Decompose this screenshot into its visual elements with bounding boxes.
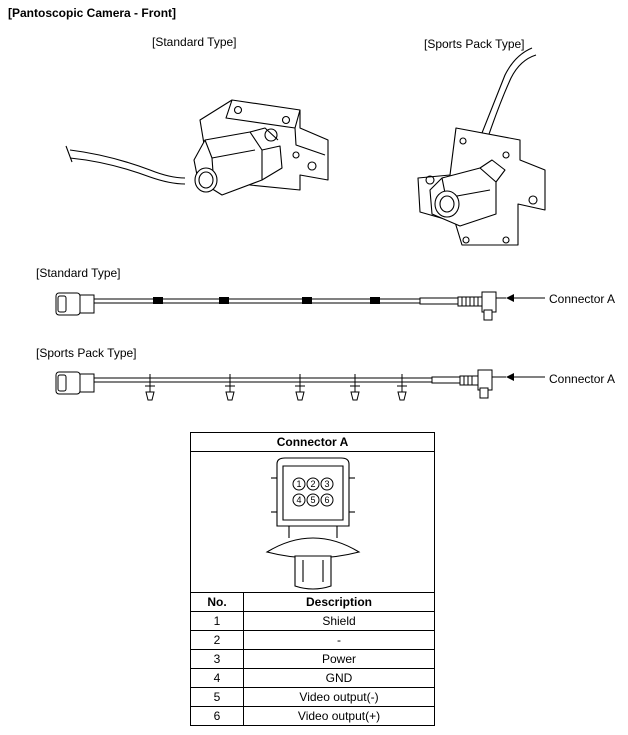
pin-no-cell: 6 (190, 706, 244, 726)
connector-a-callout-sports: Connector A (549, 372, 616, 386)
connector-a-callout-standard: Connector A (549, 292, 616, 306)
pin-number: 4 (296, 495, 301, 505)
pin-no-cell: 1 (190, 611, 244, 631)
table-row: 1 Shield (190, 611, 435, 631)
table-row: 5 Video output(-) (190, 687, 435, 707)
pin-number: 6 (324, 495, 329, 505)
standard-camera-illustration (65, 99, 329, 196)
column-header-no: No. (190, 592, 244, 612)
pin-no-cell: 4 (190, 668, 244, 688)
table-row: 6 Video output(+) (190, 706, 435, 726)
sports-pack-type-label: [Sports Pack Type] (424, 37, 525, 51)
pin-number: 5 (310, 495, 315, 505)
column-header-description: Description (243, 592, 435, 612)
pin-no-cell: 5 (190, 687, 244, 707)
connector-table-header: Connector A (190, 432, 435, 452)
table-row: 4 GND (190, 668, 435, 688)
pin-desc-cell: Shield (243, 611, 435, 631)
pin-desc-cell: Power (243, 649, 435, 669)
pin-desc-cell: Video output(-) (243, 687, 435, 707)
pin-number: 1 (296, 479, 301, 489)
pin-desc-cell: - (243, 630, 435, 650)
sports-harness-label: [Sports Pack Type] (36, 346, 137, 360)
pin-desc-cell: GND (243, 668, 435, 688)
pin-no-cell: 2 (190, 630, 244, 650)
pin-number: 2 (310, 479, 315, 489)
connector-a-table: Connector A (190, 432, 435, 726)
sports-camera-illustration (417, 47, 546, 246)
standard-type-label: [Standard Type] (152, 35, 237, 49)
table-row: 2 - (190, 630, 435, 650)
table-row: 3 Power (190, 649, 435, 669)
pin-desc-cell: Video output(+) (243, 706, 435, 726)
connector-face-cell: 1 2 3 4 5 6 (190, 451, 435, 593)
connector-face-illustration: 1 2 3 4 5 6 (265, 457, 361, 590)
pin-no-cell: 3 (190, 649, 244, 669)
page-title: [Pantoscopic Camera - Front] (8, 6, 177, 20)
pin-number: 3 (324, 479, 329, 489)
standard-harness-label: [Standard Type] (36, 266, 121, 280)
